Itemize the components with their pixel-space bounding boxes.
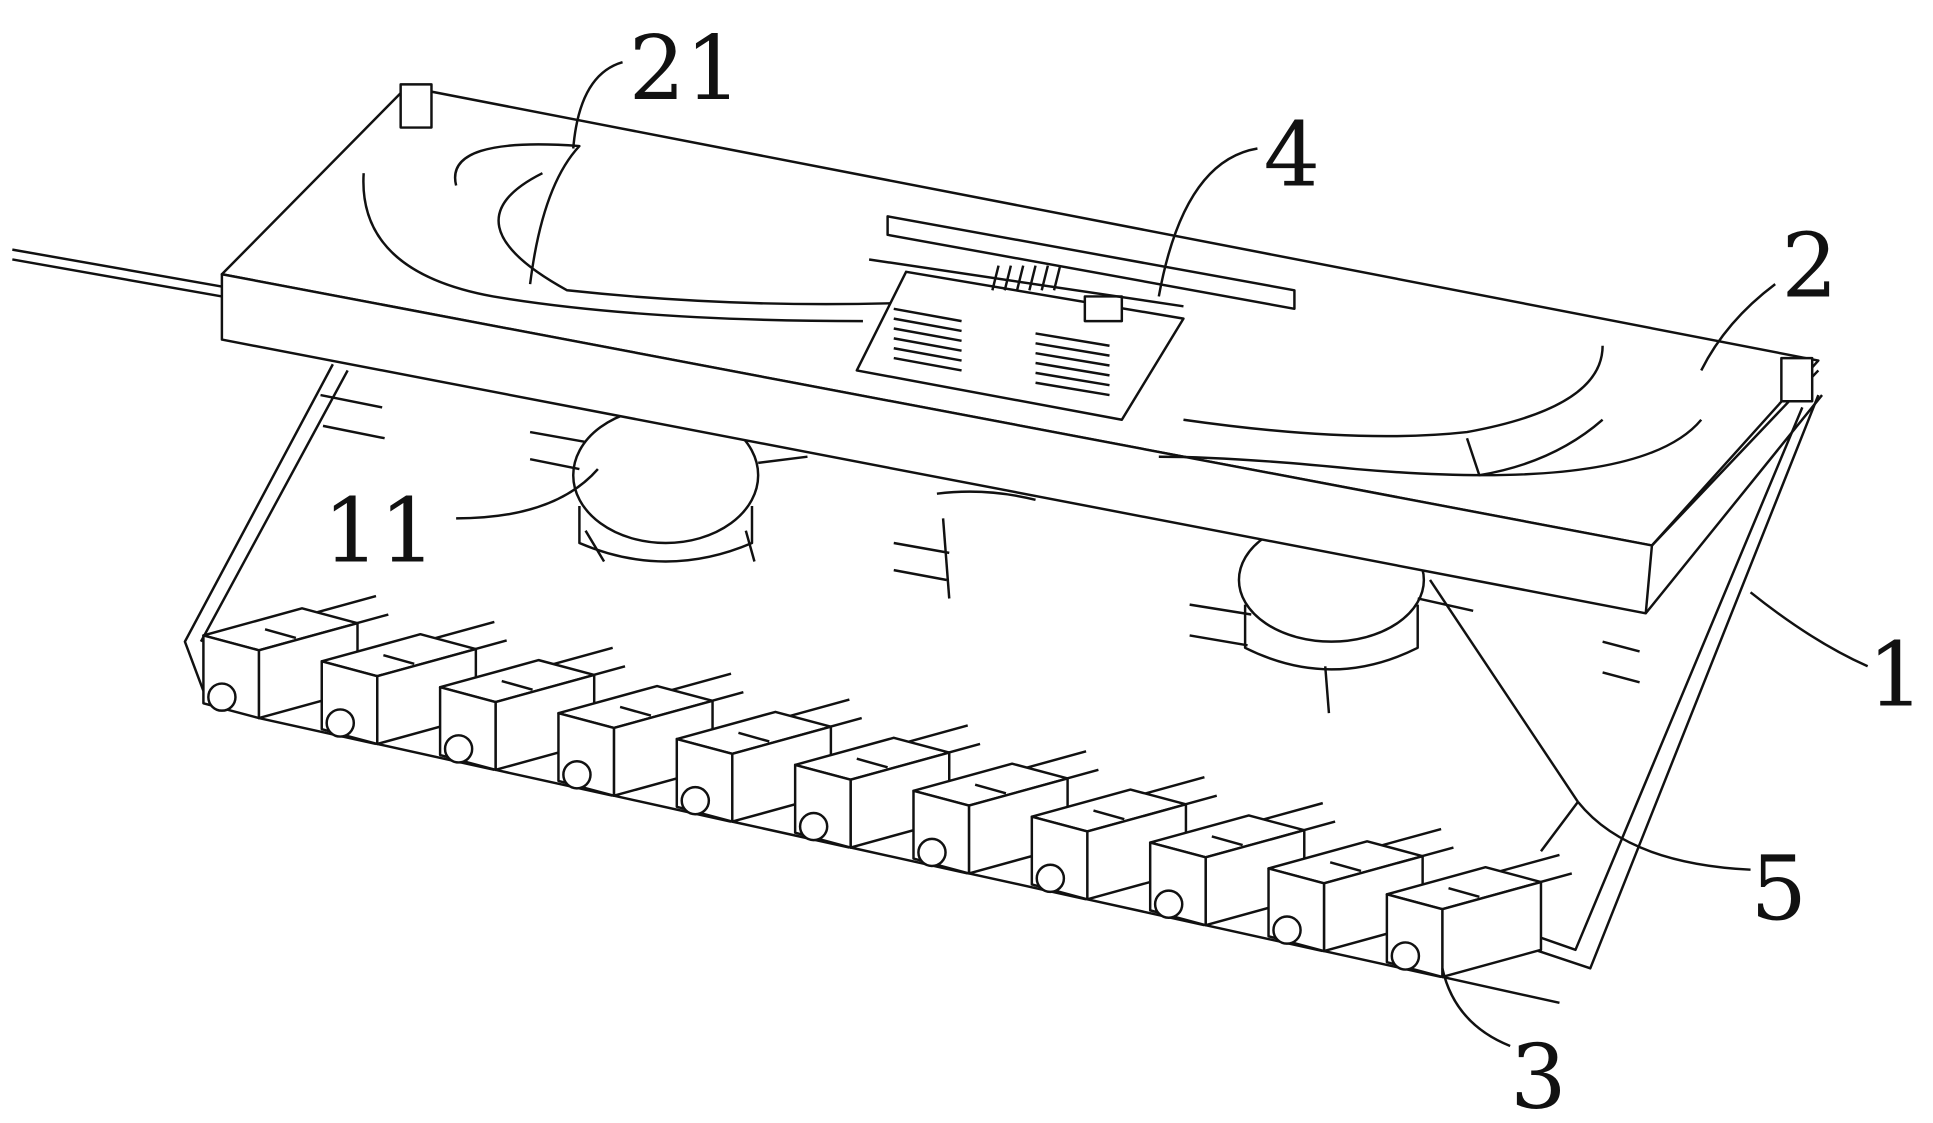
label-3: 3 bbox=[1510, 1026, 1566, 1123]
tray-clip-left bbox=[401, 84, 432, 127]
connector-port bbox=[1155, 891, 1182, 918]
label-11: 11 bbox=[323, 480, 436, 583]
connector-port bbox=[208, 684, 235, 711]
fiber-5 bbox=[1430, 580, 1578, 851]
connector-port bbox=[918, 839, 945, 866]
connector-port bbox=[327, 709, 354, 736]
connector-port bbox=[1037, 865, 1064, 892]
label-21: 21 bbox=[629, 17, 742, 120]
connector-port bbox=[563, 761, 590, 788]
connector-port bbox=[445, 735, 472, 762]
tray bbox=[222, 84, 1822, 613]
fiber-cable bbox=[12, 250, 222, 297]
connector-port bbox=[1392, 942, 1419, 969]
tray-clip-right bbox=[1781, 358, 1812, 401]
connector-port bbox=[800, 813, 827, 840]
spool-middle bbox=[894, 492, 1036, 599]
label-4: 4 bbox=[1264, 104, 1320, 207]
connector-row bbox=[203, 596, 1571, 1003]
label-5: 5 bbox=[1751, 837, 1807, 940]
connector-port bbox=[1273, 917, 1300, 944]
label-2: 2 bbox=[1781, 214, 1837, 317]
label-1: 1 bbox=[1868, 624, 1924, 727]
connector-port bbox=[682, 787, 709, 814]
